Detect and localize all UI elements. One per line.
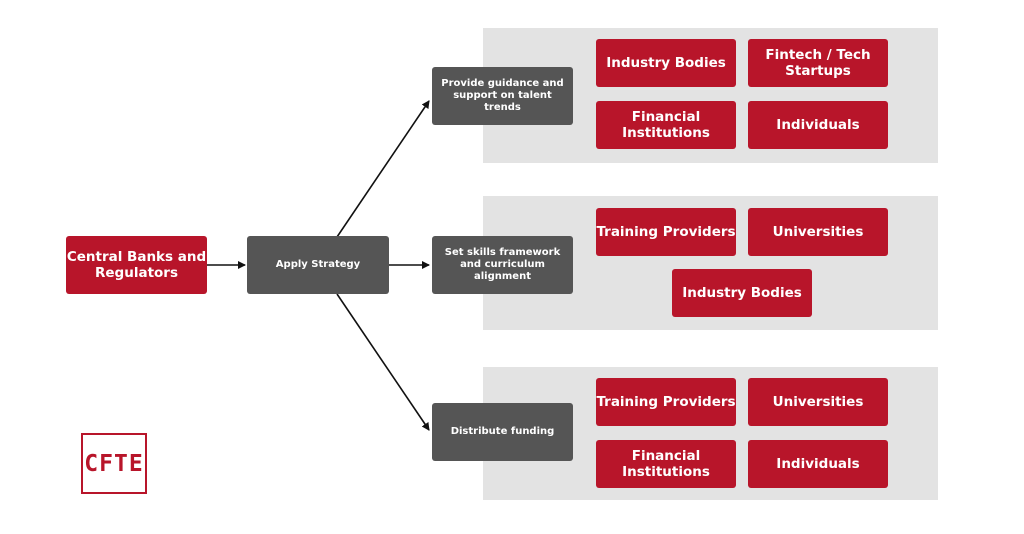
stakeholder-label: Industry Bodies [606, 54, 726, 71]
apply-strategy-label: Apply Strategy [275, 259, 361, 270]
action-label-skills: Set skills framework and curriculum alig… [444, 247, 561, 282]
stakeholder-universities: Universities [748, 378, 888, 426]
logo-text: CFTE [84, 450, 144, 477]
stakeholder-individuals: Individuals [748, 440, 888, 488]
action-node-guidance: Provide guidance and support on talent t… [432, 67, 573, 125]
stakeholder-label: Individuals [776, 455, 860, 472]
stakeholder-label: Individuals [776, 116, 860, 133]
action-node-funding: Distribute funding [432, 403, 573, 461]
stakeholder-label: Universities [772, 223, 864, 240]
stakeholder-label: Universities [772, 393, 864, 410]
apply-strategy-node: Apply Strategy [247, 236, 389, 294]
stakeholder-financial-institutions: Financial Institutions [596, 101, 736, 149]
stakeholder-fintech-startups: Fintech / Tech Startups [748, 39, 888, 87]
central-banks-label: Central Banks and Regulators [66, 248, 207, 281]
stakeholder-industry-bodies: Industry Bodies [596, 39, 736, 87]
stakeholder-training-providers: Training Providers [596, 378, 736, 426]
arrow-strategy-to-guidance [336, 100, 430, 238]
stakeholder-label: Training Providers [596, 393, 736, 410]
action-label-funding: Distribute funding [450, 426, 555, 437]
action-node-skills: Set skills framework and curriculum alig… [432, 236, 573, 294]
stakeholder-label: Financial Institutions [622, 108, 710, 141]
action-label-guidance: Provide guidance and support on talent t… [441, 78, 564, 113]
stakeholder-universities: Universities [748, 208, 888, 256]
stakeholder-label: Training Providers [596, 223, 736, 240]
stakeholder-training-providers: Training Providers [596, 208, 736, 256]
stakeholder-individuals: Individuals [748, 101, 888, 149]
stakeholder-financial-institutions: Financial Institutions [596, 440, 736, 488]
central-banks-node: Central Banks and Regulators [66, 236, 207, 294]
stakeholder-label: Financial Institutions [622, 447, 710, 480]
stakeholder-label: Industry Bodies [682, 284, 802, 301]
cfte-logo: CFTE [81, 433, 147, 494]
stakeholder-industry-bodies: Industry Bodies [672, 269, 812, 317]
stakeholder-label: Fintech / Tech Startups [765, 46, 871, 79]
arrow-strategy-to-funding [336, 293, 430, 431]
